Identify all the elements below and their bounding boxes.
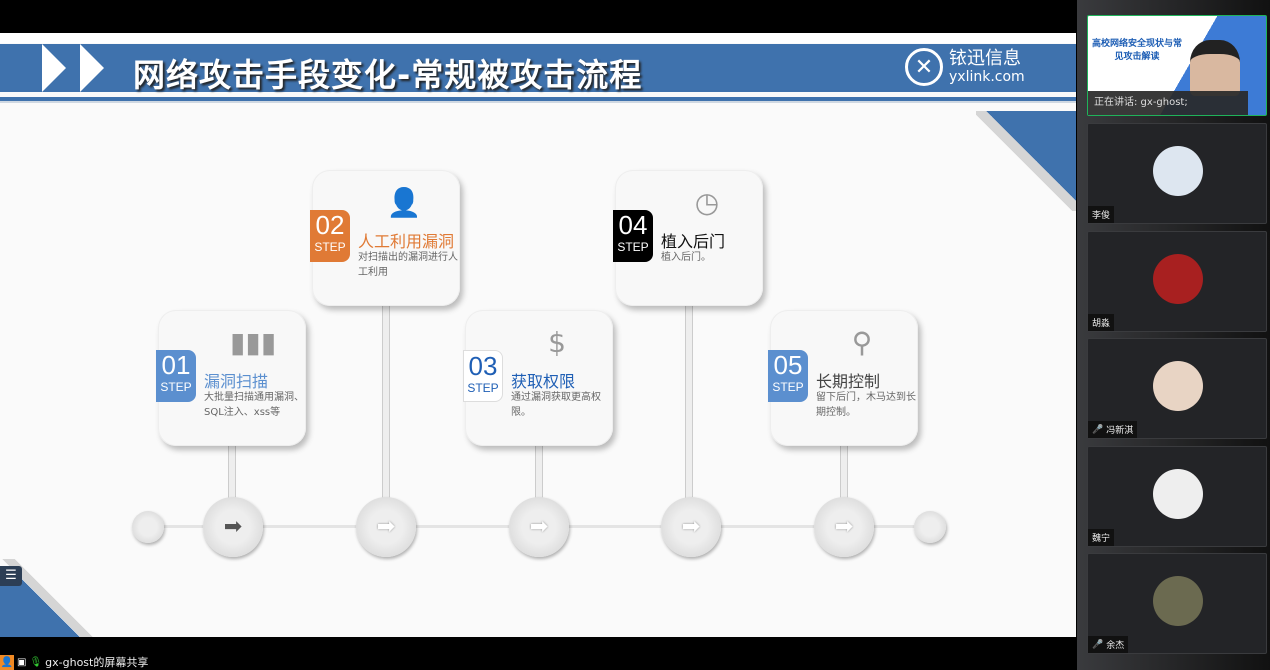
step-number: 01 <box>161 350 191 380</box>
step-card: ▮▮▮ 01 STEP 漏洞扫描 大批量扫描通用漏洞、SQL注入、xss等 <box>156 310 306 446</box>
logo-en: yxlink.com <box>949 69 1025 85</box>
arrow-right-icon: ➡ <box>834 514 854 540</box>
status-bar: 👤 ▣ 🎙 gx-ghost的屏幕共享 <box>0 655 1076 670</box>
step-badge: 05 STEP <box>768 350 808 402</box>
timeline-end-node <box>132 511 164 543</box>
step-label: STEP <box>314 240 346 254</box>
avatar <box>1153 146 1203 196</box>
slide-title: 网络攻击手段变化-常规被攻击流程 <box>133 56 643 94</box>
participant-tile[interactable]: 李俊 <box>1087 123 1267 224</box>
participant-name: 胡淼 <box>1092 318 1111 329</box>
step-number: 02 <box>315 210 345 240</box>
reader-icon: 👤 <box>386 186 422 219</box>
arrow-right-icon: ➡ <box>376 514 396 540</box>
step-title: 植入后门 <box>661 232 726 251</box>
step-badge: 03 STEP <box>463 350 503 402</box>
step-badge: 04 STEP <box>613 210 653 262</box>
search-icon: ⚲ <box>851 326 873 359</box>
participants-panel: 高校网络安全现状与常见攻击解读 正在讲话: gx-ghost; 李俊 胡淼 🎤冯… <box>1077 0 1270 670</box>
step-description: 通过漏洞获取更高权限。 <box>511 392 601 418</box>
step-stem <box>840 440 848 498</box>
timeline-node: ➡ <box>814 497 874 557</box>
participant-name: 魏宁 <box>1092 533 1111 544</box>
step-number: 04 <box>618 210 648 240</box>
participant-tile[interactable]: 胡淼 <box>1087 230 1267 332</box>
arrow-right-icon: ➡ <box>681 514 701 540</box>
share-label: gx-ghost的屏幕共享 <box>45 656 149 669</box>
avatar <box>1153 253 1203 304</box>
step-label: STEP <box>617 240 649 254</box>
speaking-label: 正在讲话: gx-ghost; <box>1088 91 1248 115</box>
timeline-node: ➡ <box>509 497 569 557</box>
participant-name: 李俊 <box>1092 211 1111 221</box>
step-title: 获取权限 <box>511 372 576 391</box>
step-card: $ 03 STEP 获取权限 通过漏洞获取更高权限。 <box>463 310 613 446</box>
participant-name-tag: 🎤冯新淇 <box>1088 421 1138 438</box>
arrow-right-icon: ➡ <box>529 514 549 540</box>
participant-name-tag: 魏宁 <box>1088 528 1115 546</box>
user-icon[interactable]: 👤 <box>0 655 14 670</box>
step-description: 对扫描出的漏洞进行人工利用 <box>358 252 458 278</box>
corner-decoration <box>986 111 1076 201</box>
step-stem <box>228 440 236 498</box>
participant-name-tag: 🎤余杰 <box>1088 636 1129 653</box>
slide-header <box>0 44 1076 92</box>
participant-name: 余杰 <box>1106 641 1125 651</box>
mic-muted-icon: 🎤 <box>1092 424 1104 435</box>
arrow-right-icon: ➡ <box>223 514 243 540</box>
participant-name-tag: 李俊 <box>1088 206 1115 223</box>
header-divider <box>0 97 1076 103</box>
step-label: STEP <box>160 380 192 394</box>
avatar <box>1153 576 1203 626</box>
step-label: STEP <box>467 381 499 395</box>
mic-icon: 🎙 <box>29 657 43 668</box>
step-description: 大批量扫描通用漏洞、SQL注入、xss等 <box>204 392 304 418</box>
step-badge: 02 STEP <box>310 210 350 262</box>
list-menu-button[interactable]: ☰ <box>0 566 22 586</box>
timeline-end-node <box>914 511 946 543</box>
step-stem <box>535 440 543 498</box>
chevron-icon <box>80 44 104 92</box>
logo-cn: 铱迅信息 <box>949 48 1021 69</box>
participant-tile[interactable]: 魏宁 <box>1087 445 1267 547</box>
chevron-icon <box>42 44 66 92</box>
step-card: ◷ 04 STEP 植入后门 植入后门。 <box>613 170 763 306</box>
step-description: 留下后门，木马达到长期控制。 <box>816 392 916 418</box>
speaker-video <box>1190 40 1240 96</box>
step-description: 植入后门。 <box>661 252 711 263</box>
logo-mark-icon: ✕ <box>905 48 943 86</box>
mic-muted-icon: 🎤 <box>1092 639 1104 650</box>
step-stem <box>685 300 693 498</box>
step-title: 长期控制 <box>816 372 881 391</box>
step-title: 人工利用漏洞 <box>358 232 455 251</box>
step-label: STEP <box>772 380 804 394</box>
participant-tile[interactable]: 🎤余杰 <box>1087 553 1267 654</box>
avatar <box>1153 361 1203 411</box>
step-title: 漏洞扫描 <box>204 372 269 391</box>
participant-name-tag: 胡淼 <box>1088 313 1115 331</box>
bar-chart-icon: ▮▮▮ <box>230 326 277 359</box>
dollar-icon: $ <box>548 326 566 359</box>
timeline-node: ➡ <box>203 497 263 557</box>
timeline-node: ➡ <box>661 497 721 557</box>
step-number: 03 <box>468 351 498 381</box>
screen-icon: ▣ <box>17 657 27 668</box>
speaker-slide-title: 高校网络安全现状与常见攻击解读 <box>1092 39 1183 62</box>
avatar <box>1153 468 1203 519</box>
step-card: 👤 02 STEP 人工利用漏洞 对扫描出的漏洞进行人工利用 <box>310 170 460 306</box>
step-card: ⚲ 05 STEP 长期控制 留下后门，木马达到长期控制。 <box>768 310 918 446</box>
step-stem <box>382 300 390 498</box>
timeline-node: ➡ <box>356 497 416 557</box>
step-badge: 01 STEP <box>156 350 196 402</box>
participant-name: 冯新淇 <box>1106 426 1134 436</box>
participant-tile[interactable]: 🎤冯新淇 <box>1087 338 1267 439</box>
header-top-band <box>0 33 1076 43</box>
speaker-tile[interactable]: 高校网络安全现状与常见攻击解读 正在讲话: gx-ghost; <box>1087 15 1267 116</box>
clock-icon: ◷ <box>694 186 720 219</box>
step-number: 05 <box>773 350 803 380</box>
